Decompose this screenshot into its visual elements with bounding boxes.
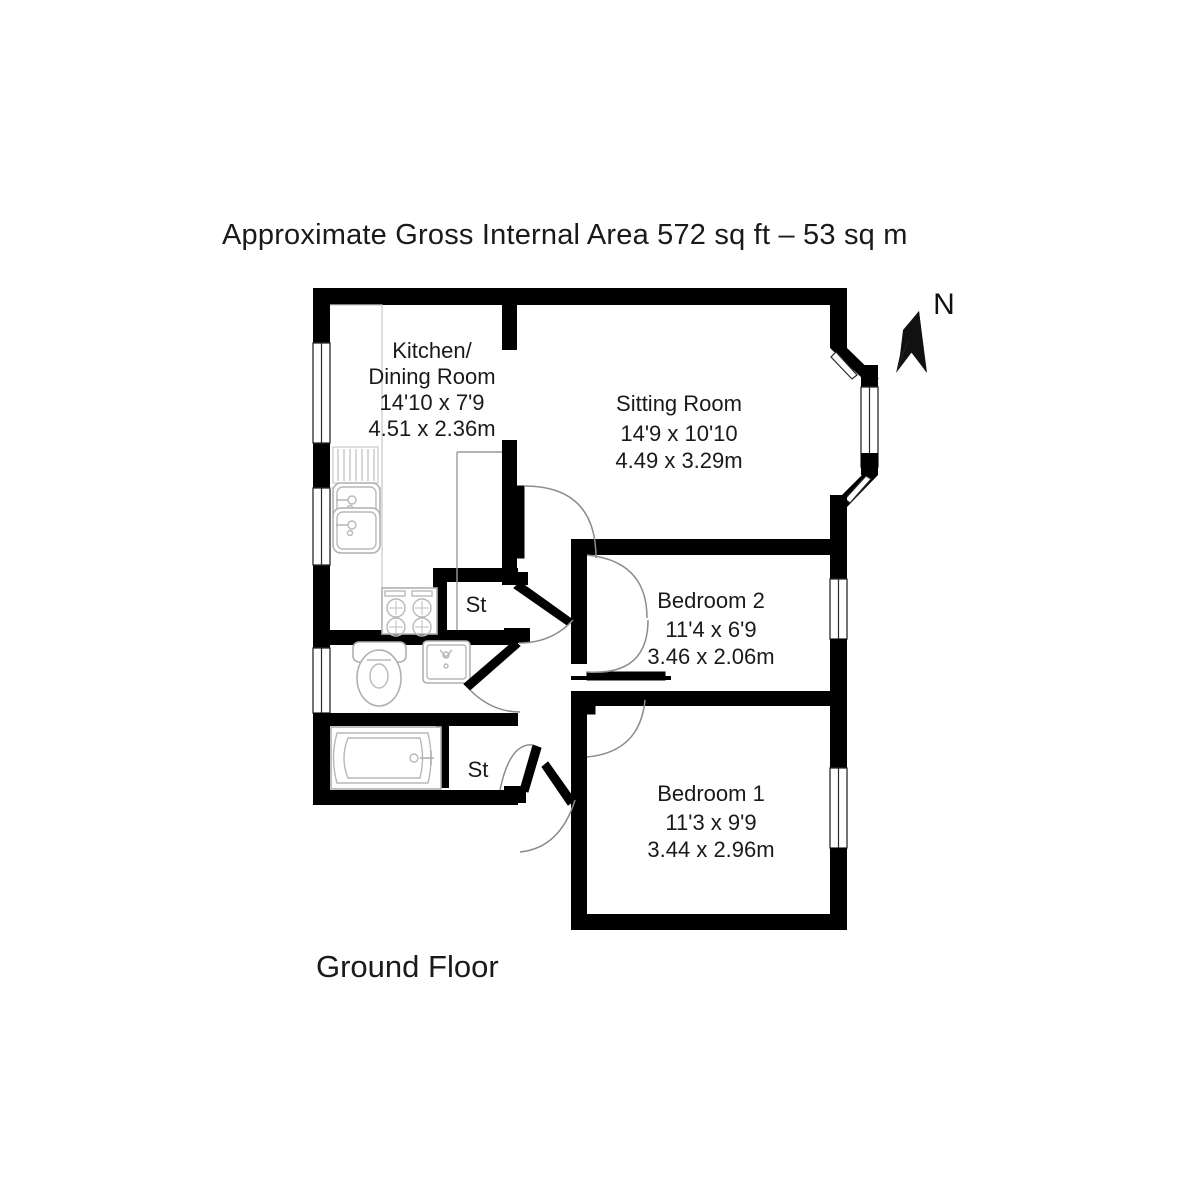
sink-icon-lower xyxy=(332,507,381,554)
bedroom2-name: Bedroom 2 xyxy=(657,588,765,613)
storage-upper-label: St xyxy=(466,592,487,617)
wall-bedroom2-bedroom1 xyxy=(571,691,847,706)
page-title: Approximate Gross Internal Area 572 sq f… xyxy=(222,219,908,251)
window-left-upper xyxy=(312,342,331,444)
wall-right-bed2-a xyxy=(830,539,847,579)
wall-structure xyxy=(312,288,879,930)
sitting-dim-metric: 4.49 x 3.29m xyxy=(615,448,742,473)
bedroom2-dim-metric: 3.46 x 2.06m xyxy=(647,644,774,669)
wall-bay-corner-top xyxy=(861,365,878,387)
wall-left-e xyxy=(313,713,330,803)
door-bedroom-1 xyxy=(586,699,646,758)
wall-top xyxy=(313,288,847,305)
room-labels: Kitchen/ Dining Room 14'10 x 7'9 4.51 x … xyxy=(368,338,774,862)
storage-lower-label: St xyxy=(468,757,489,782)
window-bedroom-1 xyxy=(829,767,848,849)
wall-bedroom1-bottom xyxy=(571,914,847,930)
room-label-bedroom-1: Bedroom 1 11'3 x 9'9 3.44 x 2.96m xyxy=(647,781,774,862)
compass-rose: N xyxy=(896,288,955,373)
wall-right-bed1-b xyxy=(830,848,847,930)
wall-storage-upper-lintel xyxy=(504,628,530,643)
bedroom1-dim-metric: 3.44 x 2.96m xyxy=(647,837,774,862)
window-bathroom xyxy=(312,647,331,714)
window-left-lower xyxy=(312,487,331,566)
dining-area-line xyxy=(456,451,502,630)
bedroom1-name: Bedroom 1 xyxy=(657,781,765,806)
door-bedroom-2 xyxy=(586,554,666,681)
kitchen-dim-imperial: 14'10 x 7'9 xyxy=(379,390,484,415)
wall-bath-top xyxy=(313,713,436,726)
compass-north-label: N xyxy=(933,288,955,321)
window-bedroom-2 xyxy=(829,578,848,640)
door-storage-upper xyxy=(513,581,574,644)
wall-hall-bedroom2 xyxy=(571,539,587,664)
bedroom1-dim-imperial: 11'3 x 9'9 xyxy=(665,810,756,835)
wall-bedroom1-left-top xyxy=(571,706,587,756)
door-hall-entry xyxy=(519,761,576,853)
doors xyxy=(463,485,666,853)
bathtub-icon xyxy=(330,726,442,790)
wall-right-sitting-top xyxy=(830,288,847,348)
wall-right-bed1-a xyxy=(830,706,847,768)
kitchen-dim-metric: 4.51 x 2.36m xyxy=(368,416,495,441)
door-storage-lower xyxy=(499,744,542,793)
north-arrow-icon xyxy=(896,311,927,373)
wall-bedroom1-left xyxy=(571,770,587,930)
sitting-dim-imperial: 14'9 x 10'10 xyxy=(620,421,737,446)
wall-right-bed2-b xyxy=(830,639,847,705)
door-sitting-room xyxy=(515,485,597,559)
room-label-bedroom-2: Bedroom 2 11'4 x 6'9 3.46 x 2.06m xyxy=(647,588,774,669)
wall-sitting-bottom xyxy=(571,539,847,555)
door-bathroom xyxy=(463,640,521,713)
wall-left-a xyxy=(313,288,330,343)
bathroom-fixtures xyxy=(330,640,471,790)
wall-hall-jamb-bed1 xyxy=(571,756,587,772)
wall-storage-upper-top xyxy=(433,568,518,582)
wall-bay-corner-bottom xyxy=(861,453,878,475)
wall-storage-lower-top xyxy=(436,713,518,726)
wall-bath-bottom xyxy=(313,790,518,805)
wall-kitchen-sitting-upper xyxy=(502,288,517,350)
wall-kitchen-hall xyxy=(502,440,517,585)
hob-icon xyxy=(381,587,438,637)
room-label-sitting-room: Sitting Room 14'9 x 10'10 4.49 x 3.29m xyxy=(615,391,742,473)
wall-left-c xyxy=(313,565,330,630)
room-label-kitchen-dining-room: Kitchen/ Dining Room 14'10 x 7'9 4.51 x … xyxy=(368,338,495,441)
sitting-name: Sitting Room xyxy=(616,391,742,416)
wash-basin-icon xyxy=(422,640,471,684)
kitchen-name-line2: Dining Room xyxy=(368,364,495,389)
wall-left-b xyxy=(313,443,330,488)
kitchen-fixtures xyxy=(330,304,502,637)
kitchen-name-line1: Kitchen/ xyxy=(392,338,472,363)
bedroom2-dim-imperial: 11'4 x 6'9 xyxy=(665,617,756,642)
kitchen-wall-outline xyxy=(330,304,383,488)
floor-label: Ground Floor xyxy=(316,949,499,984)
toilet-icon xyxy=(352,641,407,707)
